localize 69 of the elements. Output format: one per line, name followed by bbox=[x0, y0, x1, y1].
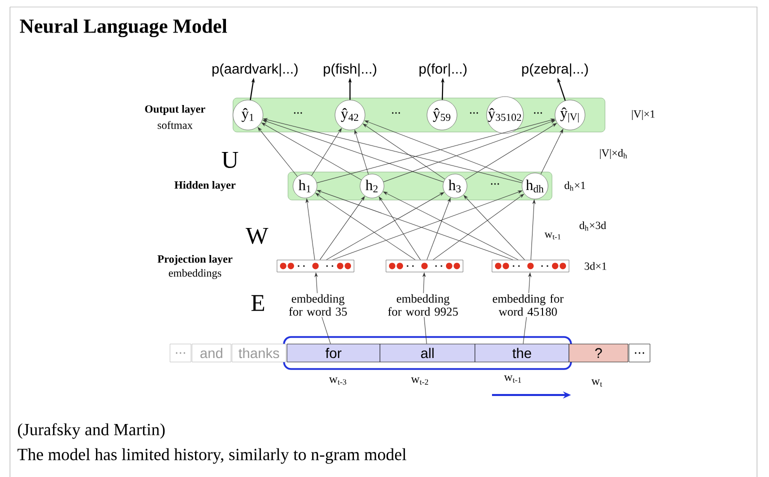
embedding-vector bbox=[386, 260, 464, 272]
word-cell: the bbox=[474, 344, 570, 362]
arrow bbox=[540, 129, 564, 174]
arrow bbox=[326, 192, 444, 260]
arrow bbox=[528, 272, 532, 294]
arrow bbox=[362, 124, 446, 180]
title: Neural Language Model bbox=[20, 18, 227, 38]
embedding-label: embedding for word 9925 bbox=[388, 294, 458, 316]
arrow bbox=[262, 120, 444, 182]
arrow bbox=[432, 194, 524, 260]
arrow bbox=[354, 130, 369, 175]
layer-label: embeddings bbox=[168, 269, 222, 279]
arrow bbox=[530, 200, 536, 260]
arrow bbox=[378, 196, 421, 260]
arrow bbox=[320, 196, 365, 260]
ellipsis: ... bbox=[491, 183, 500, 185]
arrow bbox=[465, 123, 557, 180]
word-cell: ... bbox=[170, 344, 192, 362]
ellipsis: ... bbox=[470, 112, 478, 114]
word-cell: ... bbox=[628, 344, 650, 362]
arrow bbox=[314, 272, 318, 294]
embedding-vector bbox=[276, 260, 354, 272]
dimension-label: |V|×1 bbox=[632, 110, 655, 120]
dimension-label: w$_{t-1}$ bbox=[544, 232, 561, 240]
note-text: The model has limited history, similarly to n-gram model bbox=[18, 448, 406, 464]
matrix-symbol: E bbox=[251, 295, 264, 311]
position-label: w$_{t-1}$ bbox=[504, 375, 522, 383]
arrow bbox=[316, 192, 416, 260]
word-cell: and bbox=[192, 344, 232, 362]
probability-label: p(zebra|...) bbox=[522, 63, 588, 77]
arrow bbox=[364, 120, 523, 182]
matrix-symbol: W bbox=[246, 228, 268, 244]
probability-label: p(aardvark|...) bbox=[212, 63, 298, 77]
embedding-vector bbox=[492, 260, 570, 272]
probability-label: p(for|...) bbox=[420, 63, 467, 77]
arrow bbox=[464, 195, 525, 260]
arrow bbox=[383, 120, 556, 182]
arrow bbox=[311, 128, 342, 176]
arrow bbox=[306, 198, 315, 260]
dimension-label: 3d×1 bbox=[584, 262, 606, 270]
dimension-label: d$_{h}$×3d bbox=[580, 221, 606, 231]
layer-label: Projection layer bbox=[158, 255, 232, 265]
position-label: w$_{t-3}$ bbox=[329, 377, 346, 385]
embedding-label: embedding for word 35 bbox=[289, 294, 347, 316]
arrow bbox=[422, 272, 426, 294]
layer-label: softmax bbox=[158, 121, 193, 129]
citation: (Jurafsky and Martin) bbox=[18, 423, 165, 439]
layer-label: Hidden layer bbox=[174, 181, 236, 191]
arrow bbox=[426, 198, 451, 260]
arrow bbox=[263, 118, 522, 184]
arrow bbox=[262, 122, 362, 180]
layer-label: Output layer bbox=[145, 105, 206, 115]
dimension-label: |V|×d$_{h}$ bbox=[600, 149, 627, 159]
position-label: w$_{t}$ bbox=[591, 379, 602, 387]
arrow bbox=[316, 118, 555, 184]
ellipsis: ... bbox=[534, 112, 542, 114]
matrix-symbol: U bbox=[222, 152, 238, 168]
word-cell: for bbox=[286, 344, 380, 362]
probability-label: p(fish|...) bbox=[324, 63, 376, 77]
embedding-label: embedding for word 45180 bbox=[492, 294, 564, 316]
dimension-label: d$_{h}$×1 bbox=[564, 181, 586, 191]
position-label: w$_{t-2}$ bbox=[411, 377, 428, 385]
arrow bbox=[258, 127, 298, 177]
word-cell: ? bbox=[568, 344, 628, 362]
ellipsis: ... bbox=[294, 112, 302, 114]
word-cell: all bbox=[380, 344, 476, 362]
arrow bbox=[383, 192, 518, 260]
ellipsis: ... bbox=[392, 112, 400, 114]
word-cell: thanks bbox=[232, 344, 286, 362]
